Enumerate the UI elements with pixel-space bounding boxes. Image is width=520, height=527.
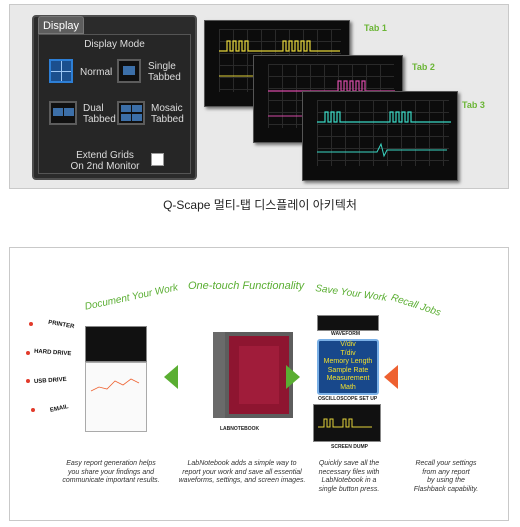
- document-title: Document Your Work: [83, 282, 179, 313]
- single-tabbed-option[interactable]: Single Tabbed: [117, 59, 193, 87]
- dest-printer: PRINTER: [47, 319, 75, 331]
- scope-window-tab-3: [302, 91, 458, 181]
- normal-grid-icon: [49, 59, 73, 83]
- setup-card: V/div T/div Memory Length Sample Rate Me…: [317, 339, 379, 395]
- setup-item: Measurement: [326, 375, 370, 382]
- waveform-label: WAVEFORM: [331, 331, 361, 337]
- book-cover: [225, 332, 293, 418]
- tab-1-waveform: [219, 40, 340, 52]
- report-scope-image: [85, 326, 147, 362]
- single-tabbed-label-line2: Tabbed: [148, 72, 181, 83]
- save-description-line: single button press.: [318, 485, 380, 493]
- labnotebook-description-line: LabNotebook adds a simple way to: [187, 460, 297, 467]
- dual-tabbed-label-line2: Tabbed: [83, 114, 116, 125]
- report-description: Easy report generation helps you share y…: [50, 460, 172, 486]
- setup-item: Math: [340, 383, 356, 391]
- extend-grids-line2: On 2nd Monitor: [70, 161, 140, 172]
- setup-item: Sample Rate: [327, 366, 369, 374]
- arrow-left-icon: [164, 365, 178, 389]
- report-description-line: you share your findings and: [68, 468, 154, 476]
- dest-email: EMAIL: [49, 404, 70, 414]
- display-mode-group: Display Mode Normal Single Tabbed: [38, 34, 191, 174]
- save-description-line: Quickly save all the: [318, 460, 380, 467]
- dual-tabbed-option[interactable]: Dual Tabbed: [49, 101, 116, 129]
- display-architecture-panel: Display Display Mode Normal Single Tabbe…: [9, 4, 509, 189]
- single-tabbed-label: Single Tabbed: [148, 61, 181, 83]
- waveform-image: [317, 315, 379, 331]
- screen-dump-label: SCREEN DUMP: [331, 444, 368, 450]
- tab-3-trace: [317, 111, 451, 158]
- arrow-recall-icon: [384, 365, 398, 389]
- tab-3-waveform: [317, 111, 451, 123]
- normal-mode-label: Normal: [80, 67, 113, 78]
- save-title: Save Your Work: [314, 283, 388, 304]
- report-chart-icon: [90, 378, 140, 392]
- tab-2-waveform: [268, 80, 395, 92]
- recall-description-line: Flashback capability.: [413, 485, 479, 493]
- scope-grid: [317, 100, 449, 166]
- tab-2-label: Tab 2: [412, 62, 435, 72]
- single-tabbed-icon: [117, 59, 141, 83]
- recall-description-line: by using the: [427, 477, 465, 484]
- setup-item: Memory Length: [323, 358, 373, 365]
- printer-dot: [29, 322, 33, 326]
- report-description-line: communicate important results.: [62, 477, 160, 484]
- report-page-image: [85, 362, 147, 432]
- dest-hard-drive: HARD DRIVE: [33, 348, 72, 358]
- setup-item: T/div: [340, 349, 356, 357]
- screen-dump-trace: [318, 418, 372, 428]
- recall-description-line: from any report: [422, 468, 470, 476]
- figure-caption: Q-Scape 멀티-탭 디스플레이 아키텍처: [163, 198, 357, 212]
- mosaic-tabbed-label-line2: Tabbed: [151, 114, 184, 125]
- tab-3-label: Tab 3: [462, 100, 485, 110]
- recall-description: Recall your settings from any report by …: [406, 460, 486, 494]
- save-description: Quickly save all the necessary files wit…: [311, 460, 387, 494]
- usb-drive-dot: [26, 379, 30, 383]
- extend-grids-line1: Extend Grids: [76, 150, 134, 161]
- dual-tabbed-label-line1: Dual: [83, 103, 104, 114]
- book-spine: [213, 332, 227, 418]
- report-chart-line: [90, 378, 140, 392]
- mosaic-tabbed-icon: [117, 101, 145, 125]
- one-touch-title: One-touch Functionality: [188, 280, 305, 292]
- mosaic-tabbed-option[interactable]: Mosaic Tabbed: [117, 101, 193, 129]
- recall-title: Recall Jobs: [389, 292, 443, 319]
- labnotebook-description-line: report your work and save all essential: [182, 468, 302, 476]
- display-mode-title: Display Mode: [84, 39, 145, 50]
- report-description-line: Easy report generation helps: [66, 460, 156, 467]
- screen-dump-waveform: [318, 418, 372, 428]
- save-description-line: necessary files with: [318, 468, 380, 476]
- save-description-line: LabNotebook in a: [321, 477, 377, 484]
- book-inner: [239, 346, 279, 404]
- arrow-right-icon: [286, 365, 300, 389]
- extend-grids-checkbox[interactable]: [151, 153, 164, 166]
- screen-dump-image: [313, 404, 381, 442]
- tab-1-label: Tab 1: [364, 23, 387, 33]
- mosaic-tabbed-label: Mosaic Tabbed: [151, 103, 184, 125]
- setup-item: V/div: [340, 341, 356, 348]
- labnotebook-diagram-panel: One-touch Functionality Document Your Wo…: [9, 247, 509, 521]
- tab-display[interactable]: Display: [38, 16, 84, 34]
- mosaic-tabbed-label-line1: Mosaic: [151, 103, 183, 114]
- email-dot: [31, 408, 35, 412]
- dual-tabbed-label: Dual Tabbed: [83, 103, 116, 125]
- labnotebook-description: LabNotebook adds a simple way to report …: [172, 460, 312, 486]
- normal-mode-option[interactable]: Normal: [49, 59, 113, 87]
- setup-label: OSCILLOSCOPE SET UP: [318, 396, 378, 402]
- extend-grids-label: Extend Grids On 2nd Monitor: [65, 150, 145, 172]
- labnotebook-description-line: waveforms, settings, and screen images.: [178, 477, 306, 484]
- hard-drive-dot: [26, 351, 30, 355]
- recall-description-line: Recall your settings: [415, 460, 477, 467]
- labnotebook-label: LABNOTEBOOK: [220, 426, 260, 432]
- tab-3-waveform-2: [317, 142, 447, 158]
- dest-usb-drive: USB DRIVE: [33, 376, 67, 386]
- dual-tabbed-icon: [49, 101, 77, 125]
- single-tabbed-label-line1: Single: [148, 61, 176, 72]
- display-dialog: Display Display Mode Normal Single Tabbe…: [32, 15, 197, 180]
- labnotebook-icon: [213, 332, 293, 418]
